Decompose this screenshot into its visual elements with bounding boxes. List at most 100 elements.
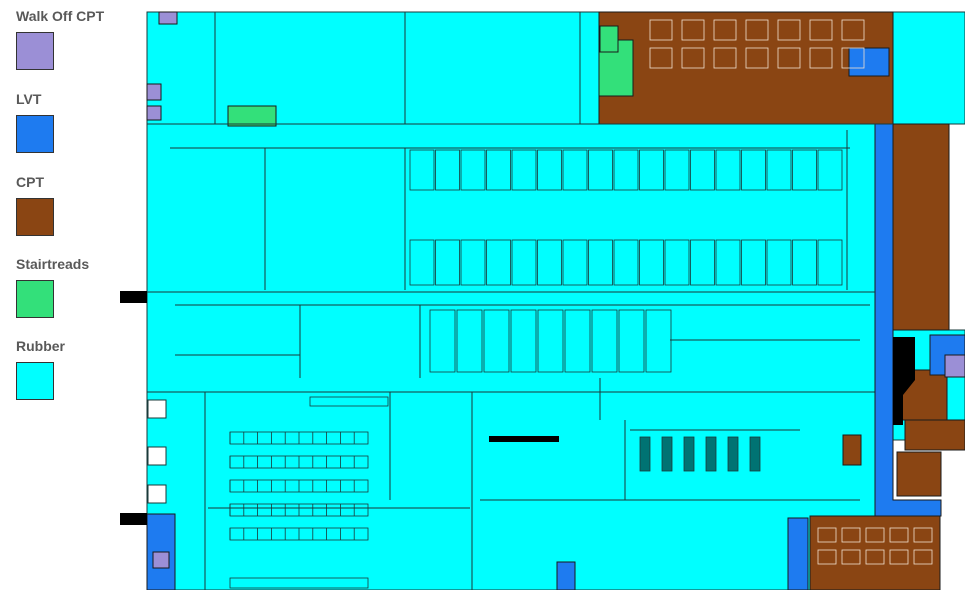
legend-item-walk-off-cpt: Walk Off CPT [16,8,104,70]
office-desk [649,47,673,69]
lab-room [460,239,486,286]
stairtread-west [227,105,277,127]
legend-item-stairtreads: Stairtreads [16,256,89,318]
entrance-west-upper [120,291,147,303]
stairtread-zones [227,25,634,127]
lab-room [741,149,766,191]
equipment-block [749,436,761,472]
cpt-zone-east-offices [892,123,950,331]
lab-room [456,309,483,373]
rubber-zone-northeast [892,11,965,125]
equipment-block [639,436,651,472]
lab-room [591,309,618,373]
office-desk [865,549,885,565]
office-desk [841,47,865,69]
lab-bench-row [309,396,389,407]
walk-off-mat-north [158,11,178,25]
wall-east-angled [893,337,915,425]
lab-room [613,149,639,191]
lab-room [690,149,715,191]
lab-room [564,309,591,373]
stairtread-north-landing [599,25,619,53]
office-desk [777,47,801,69]
window-box [147,484,167,504]
lvt-zone-northeast-room [848,47,890,77]
legend-label: Stairtreads [16,256,90,272]
office-desk [841,549,861,565]
lab-room [817,149,843,191]
office-desk [889,527,909,543]
office-desk [681,47,705,69]
legend-swatch-rubber [16,362,54,400]
lab-room [715,149,741,191]
lab-room [511,149,537,191]
lab-room [741,239,766,286]
lab-room [510,309,537,373]
legend-label: CPT [16,174,44,190]
benches [229,396,761,589]
office-desk [865,527,885,543]
lab-room [483,309,510,373]
lab-room [511,239,537,286]
legend-item-cpt: CPT [16,174,54,236]
office-desk [817,549,837,565]
office-desk [809,47,833,69]
cpt-zone-east-corner [904,419,965,451]
cpt-zone-east-meeting [896,451,942,497]
office-desk [889,549,909,565]
window-box [147,446,167,466]
office-desks [649,19,933,565]
lab-room [766,239,792,286]
equipment-block [683,436,695,472]
lab-room [690,239,715,286]
lab-room [435,239,460,286]
lab-room [613,239,639,286]
lab-room [562,239,588,286]
office-desk [713,47,737,69]
lab-room [588,239,613,286]
walk-off-mat-southwest [152,551,170,569]
lab-room [409,239,435,286]
lab-room [715,239,741,286]
lab-room [664,149,690,191]
office-desk [681,19,705,41]
office-desk [913,549,933,565]
office-desk [745,47,769,69]
lab-room [429,309,456,373]
lab-rooms [409,149,843,373]
office-desk [817,527,837,543]
legend-item-rubber: Rubber [16,338,65,400]
equipment-block [661,436,673,472]
walk-off-mat-west-2 [146,105,162,121]
lab-room [537,309,564,373]
lab-room [645,309,672,373]
lab-room [409,149,435,191]
legend-swatch-walk-off-cpt [16,32,54,70]
lab-room [639,239,664,286]
wall-lines [147,12,893,590]
entrances [120,291,915,525]
rubber-zone-south [146,391,876,590]
office-desk [713,19,737,41]
lab-room [792,239,817,286]
equipment-block [727,436,739,472]
window-box [147,399,167,419]
legend-swatch-lvt [16,115,54,153]
lab-room [537,149,562,191]
lab-room [435,149,460,191]
walk-off-mat-east [944,354,965,378]
cpt-zone-small-room [842,434,862,466]
office-desk [649,19,673,41]
rubber-zone-north [146,11,600,125]
lab-room [460,149,486,191]
office-desk [913,527,933,543]
legend-label: LVT [16,91,42,107]
legend-label: Rubber [16,338,65,354]
lab-room [766,149,792,191]
lab-room [562,149,588,191]
equipment-block [705,436,717,472]
legend-label: Walk Off CPT [16,8,105,24]
lab-bench-row [229,577,369,589]
lab-room [792,149,817,191]
